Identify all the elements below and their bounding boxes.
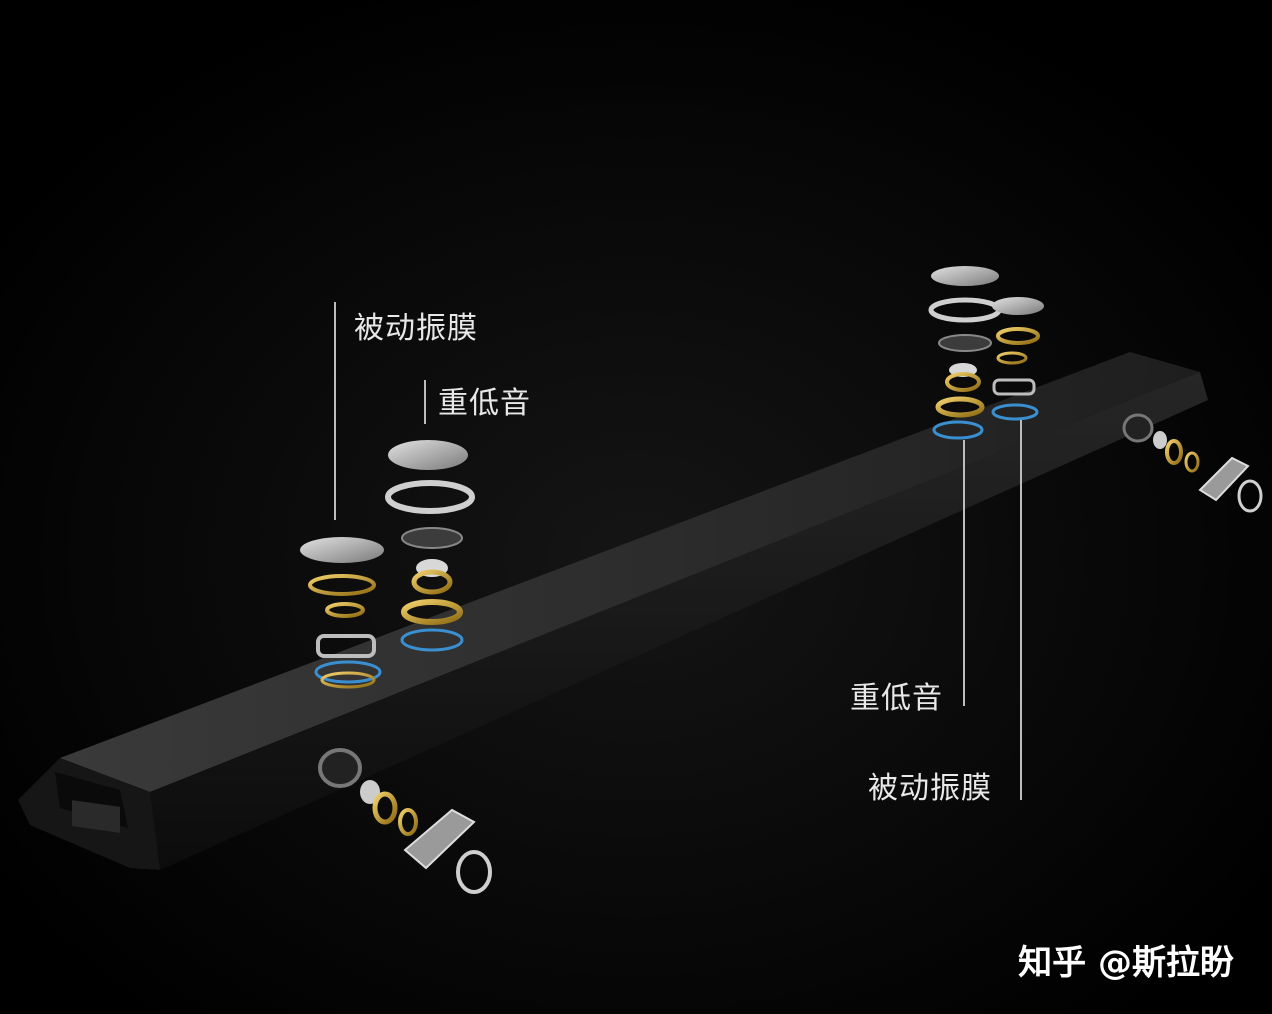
left-driver-assembly xyxy=(300,440,475,689)
leader-line-left-subwoofer xyxy=(424,380,426,424)
leader-line-left-passive xyxy=(334,302,336,520)
front-grille xyxy=(72,800,120,833)
label-left-subwoofer: 重低音 xyxy=(438,386,531,421)
right-driver-assembly xyxy=(928,266,1044,440)
leader-line-right-subwoofer xyxy=(963,440,965,706)
watermark-text: 知乎 @斯拉盼 xyxy=(1018,943,1234,983)
leader-line-right-passive xyxy=(1020,420,1022,800)
label-right-passive-radiator: 被动振膜 xyxy=(868,771,992,806)
left-side-tweeter xyxy=(318,748,492,894)
label-right-subwoofer: 重低音 xyxy=(850,681,943,716)
right-side-tweeter xyxy=(1122,413,1263,513)
label-left-passive-radiator: 被动振膜 xyxy=(354,311,478,346)
